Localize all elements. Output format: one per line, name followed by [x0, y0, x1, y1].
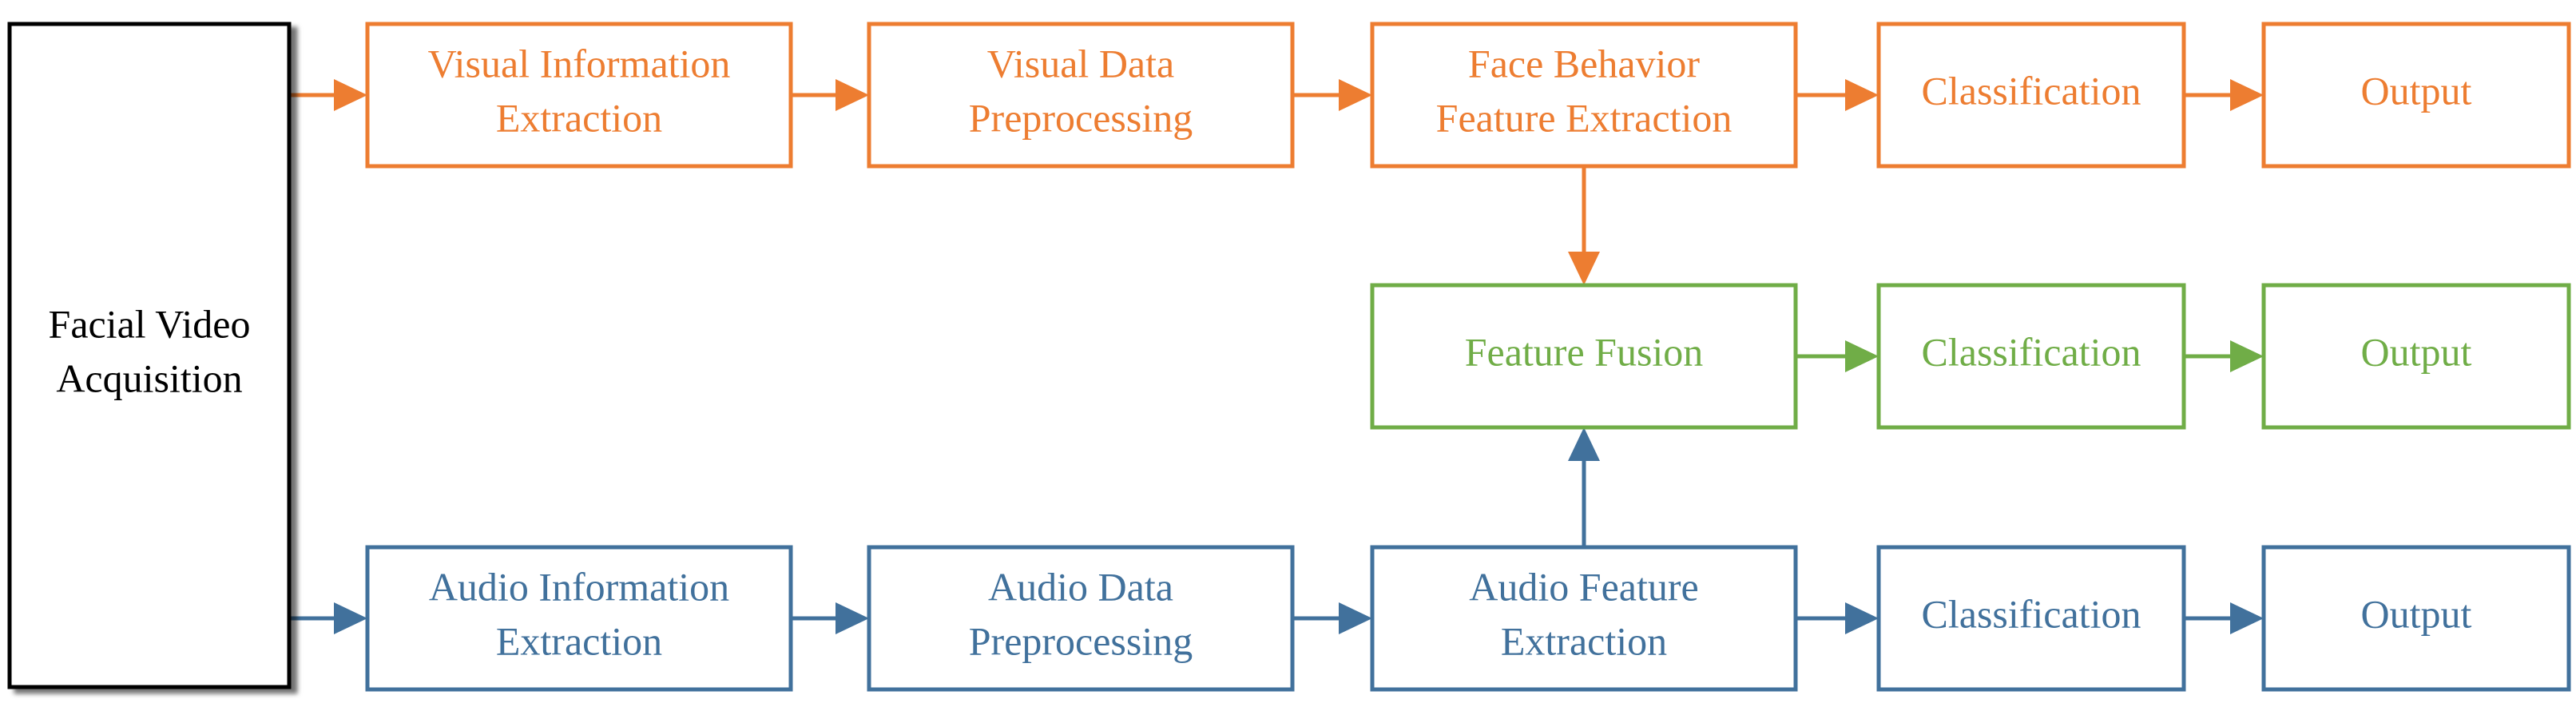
node-fusion-out: Output — [2261, 283, 2571, 430]
edge-visual-feat-to-fusion-head — [1568, 252, 1600, 285]
node-label-visual-info-line-0: Visual Information — [428, 41, 731, 85]
edge-source-to-visual-info-head — [334, 79, 367, 111]
edge-fusion-class-to-fusion-out-head — [2230, 340, 2264, 372]
edge-visual-class-to-visual-out-head — [2230, 79, 2264, 111]
node-fusion: Feature Fusion — [1370, 283, 1798, 430]
edge-visual-info-to-visual-pre — [791, 79, 869, 111]
edge-fusion-to-fusion-class-head — [1845, 340, 1879, 372]
node-box-fusion — [1370, 283, 1798, 430]
edge-source-to-audio-info — [289, 602, 367, 634]
edge-source-to-audio-info-head — [334, 602, 367, 634]
node-box-source — [7, 22, 292, 689]
edge-visual-feat-to-visual-class-head — [1845, 79, 1879, 111]
node-label-audio-info-line-1: Extraction — [496, 618, 662, 663]
node-label-audio-class-line-0: Classification — [1922, 591, 2141, 636]
edge-audio-feat-to-fusion — [1568, 427, 1600, 547]
node-box-visual-feat — [1370, 22, 1798, 169]
node-label-audio-pre-line-0: Audio Data — [988, 564, 1173, 609]
node-box-fusion-out — [2261, 283, 2571, 430]
node-box-visual-class — [1876, 22, 2186, 169]
edge-audio-pre-to-audio-feat — [1292, 602, 1372, 634]
edge-fusion-class-to-fusion-out — [2184, 340, 2264, 372]
edge-audio-pre-to-audio-feat-head — [1339, 602, 1372, 634]
edge-audio-class-to-audio-out-head — [2230, 602, 2264, 634]
node-audio-class: Classification — [1876, 545, 2186, 692]
node-label-audio-info-line-0: Audio Information — [429, 564, 729, 609]
node-label-audio-feat-line-0: Audio Feature — [1469, 564, 1698, 609]
node-fusion-class: Classification — [1876, 283, 2186, 430]
node-box-audio-feat — [1370, 545, 1798, 692]
node-box-audio-out — [2261, 545, 2571, 692]
edge-audio-info-to-audio-pre-head — [836, 602, 869, 634]
node-box-audio-info — [365, 545, 793, 692]
edge-visual-class-to-visual-out — [2184, 79, 2264, 111]
node-box-visual-info — [365, 22, 793, 169]
node-box-visual-pre — [867, 22, 1295, 169]
edge-visual-pre-to-visual-feat — [1292, 79, 1372, 111]
edge-visual-feat-to-fusion — [1568, 166, 1600, 285]
node-box-fusion-class — [1876, 283, 2186, 430]
edge-fusion-to-fusion-class — [1796, 340, 1879, 372]
node-label-visual-pre-line-1: Preprocessing — [969, 95, 1193, 140]
node-label-visual-out-line-0: Output — [2361, 68, 2472, 113]
edge-audio-feat-to-audio-class — [1796, 602, 1879, 634]
edge-visual-feat-to-visual-class — [1796, 79, 1879, 111]
node-label-fusion-class-line-0: Classification — [1922, 329, 2141, 374]
node-label-visual-pre-line-0: Visual Data — [987, 41, 1174, 85]
edge-visual-pre-to-visual-feat-head — [1339, 79, 1372, 111]
edge-audio-class-to-audio-out — [2184, 602, 2264, 634]
node-label-visual-feat-line-0: Face Behavior — [1468, 41, 1701, 85]
node-box-visual-out — [2261, 22, 2571, 169]
node-label-audio-out-line-0: Output — [2361, 591, 2472, 636]
edges-layer — [289, 79, 2264, 634]
node-visual-class: Classification — [1876, 22, 2186, 169]
edge-audio-feat-to-fusion-head — [1568, 427, 1600, 461]
edge-source-to-visual-info — [289, 79, 367, 111]
node-label-source-line-0: Facial Video — [49, 301, 251, 346]
node-label-audio-pre-line-1: Preprocessing — [969, 618, 1193, 663]
node-label-source-line-1: Acquisition — [56, 356, 242, 400]
edge-audio-info-to-audio-pre — [791, 602, 869, 634]
node-label-fusion-line-0: Feature Fusion — [1465, 329, 1704, 374]
edge-audio-feat-to-audio-class-head — [1845, 602, 1879, 634]
edge-visual-info-to-visual-pre-head — [836, 79, 869, 111]
node-label-visual-info-line-1: Extraction — [496, 95, 662, 140]
node-box-audio-pre — [867, 545, 1295, 692]
node-label-audio-feat-line-1: Extraction — [1501, 618, 1667, 663]
node-label-visual-class-line-0: Classification — [1922, 68, 2141, 113]
node-label-visual-feat-line-1: Feature Extraction — [1436, 95, 1733, 140]
node-audio-out: Output — [2261, 545, 2571, 692]
node-label-fusion-out-line-0: Output — [2361, 329, 2472, 374]
node-box-audio-class — [1876, 545, 2186, 692]
node-visual-out: Output — [2261, 22, 2571, 169]
